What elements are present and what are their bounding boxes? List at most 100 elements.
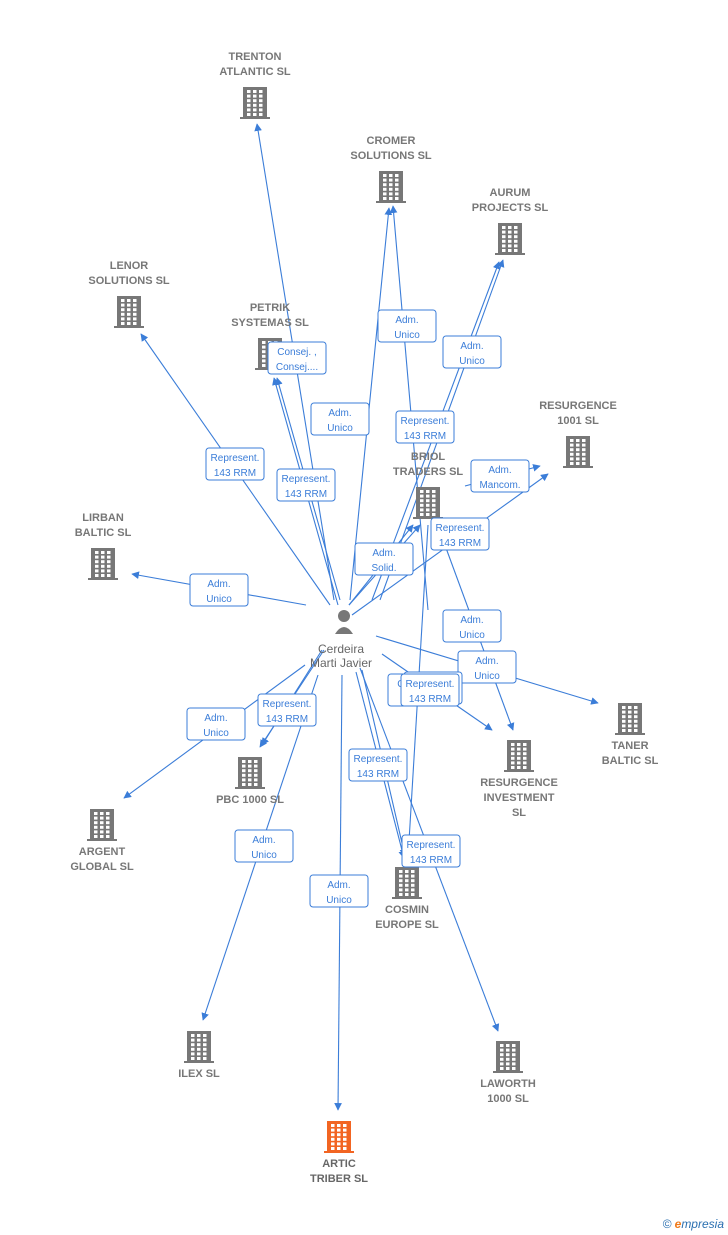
edge-label-cosmin[interactable]: Represent.143 RRM bbox=[401, 834, 461, 868]
building-window bbox=[622, 724, 626, 728]
edge-label-aurum[interactable]: Represent.143 RRM bbox=[395, 410, 455, 444]
edge-label-argent[interactable]: Adm.Unico bbox=[186, 707, 246, 741]
edge-label-box bbox=[186, 707, 246, 741]
building-window bbox=[383, 174, 387, 177]
edge-label-lenor[interactable]: Represent.143 RRM bbox=[205, 447, 265, 481]
building-window bbox=[254, 769, 258, 773]
building-window bbox=[197, 1043, 201, 1047]
building-window bbox=[432, 508, 436, 512]
company-name: ARTIC bbox=[322, 1158, 356, 1170]
edge-to-cromer[interactable] bbox=[349, 207, 393, 601]
edge-label-extra[interactable]: Represent.143 RRM bbox=[400, 673, 460, 707]
edge-label-aurum[interactable]: Adm.Unico bbox=[442, 335, 502, 369]
edge-label-lirban[interactable]: Adm.Unico bbox=[189, 573, 249, 607]
building-window bbox=[101, 560, 105, 564]
edge-label-taner[interactable]: Adm.Unico bbox=[457, 650, 517, 684]
building-window bbox=[343, 1147, 347, 1150]
edge-label-text: Unico bbox=[206, 594, 232, 605]
building-window bbox=[242, 760, 246, 763]
edge-label-pbc[interactable]: Represent.143 RRM bbox=[257, 693, 317, 727]
building-window bbox=[506, 1062, 510, 1066]
building-window bbox=[523, 752, 527, 756]
building-window bbox=[570, 457, 574, 461]
building-window bbox=[576, 439, 580, 442]
edge-label-text: 143 RRM bbox=[404, 431, 446, 442]
building-window bbox=[100, 812, 104, 815]
edge-label-resurgence1001[interactable]: Adm.Mancom. bbox=[470, 459, 530, 493]
edge-label-cromer[interactable]: Adm.Unico bbox=[377, 309, 437, 343]
building-icon bbox=[324, 1121, 354, 1153]
building-window bbox=[395, 174, 399, 177]
building-window bbox=[94, 835, 98, 838]
edge-label-petrik[interactable]: Represent.143 RRM bbox=[276, 468, 336, 502]
building-window bbox=[100, 830, 104, 834]
building-window bbox=[508, 230, 512, 234]
building-window bbox=[500, 1062, 504, 1066]
building-window bbox=[514, 249, 518, 252]
building-window bbox=[570, 448, 574, 452]
building-window bbox=[426, 494, 430, 498]
edge-label-text: Represent. bbox=[263, 699, 312, 710]
building-window bbox=[517, 756, 521, 760]
edge-label-extra[interactable]: Adm.Unico bbox=[310, 402, 370, 436]
building-window bbox=[426, 503, 430, 507]
building-window bbox=[203, 1047, 207, 1051]
building-window bbox=[622, 710, 626, 714]
building-window bbox=[253, 108, 257, 112]
building-window bbox=[121, 308, 125, 312]
building-base bbox=[495, 253, 525, 255]
edge-label-text: Adm. bbox=[252, 835, 275, 846]
building-window bbox=[254, 783, 258, 786]
building-window bbox=[262, 354, 266, 358]
building-window bbox=[506, 1067, 510, 1070]
edge-label-ilex[interactable]: Adm.Unico bbox=[234, 829, 294, 863]
building-window bbox=[106, 821, 110, 825]
edge-label-text: Adm. bbox=[328, 408, 351, 419]
building-window bbox=[389, 183, 393, 187]
building-window bbox=[262, 341, 266, 344]
building-window bbox=[508, 249, 512, 252]
brand-watermark: ©empresia bbox=[663, 1217, 724, 1231]
company-name: ATLANTIC SL bbox=[219, 66, 291, 78]
building-window bbox=[121, 312, 125, 316]
building-window bbox=[576, 443, 580, 447]
building-window bbox=[399, 879, 403, 883]
building-window bbox=[94, 825, 98, 829]
building-window bbox=[426, 508, 430, 512]
edge-label-box bbox=[257, 693, 317, 727]
building-window bbox=[502, 235, 506, 239]
building-window bbox=[399, 870, 403, 873]
building-window bbox=[253, 90, 257, 93]
building-window bbox=[191, 1034, 195, 1037]
building-window bbox=[628, 710, 632, 714]
company-node-pbc[interactable]: PBC 1000 SL bbox=[216, 757, 284, 806]
edge-label-text: Unico bbox=[394, 330, 420, 341]
edge-label-petrik[interactable]: Consej. ,Consej.... bbox=[267, 341, 327, 375]
building-base bbox=[235, 787, 265, 789]
edge-label-resurgenceinv[interactable]: Adm.Unico bbox=[442, 609, 502, 643]
company-node-ilex[interactable]: ILEX SL bbox=[178, 1031, 220, 1080]
building-window bbox=[628, 715, 632, 719]
building-window bbox=[576, 457, 580, 461]
building-window bbox=[511, 756, 515, 760]
edge-label-briol[interactable]: Adm.Solid. bbox=[354, 542, 414, 576]
edge-label-artic[interactable]: Adm.Unico bbox=[309, 874, 369, 908]
edge-to-cromer[interactable] bbox=[389, 205, 429, 611]
edge-label-cosmin[interactable]: Represent.143 RRM bbox=[348, 748, 408, 782]
edge-label-resurgence1001[interactable]: Represent.143 RRM bbox=[430, 517, 490, 551]
building-window bbox=[389, 178, 393, 182]
